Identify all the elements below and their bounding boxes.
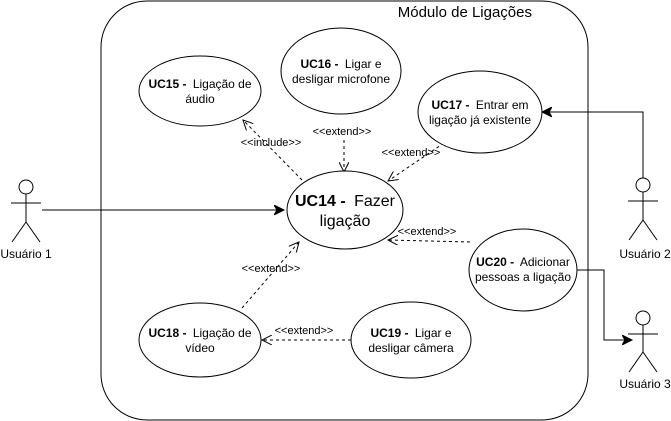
association-uc20-user3[interactable]	[576, 269, 632, 340]
svg-text:UC20 - Adicionar: UC20 - Adicionar	[476, 255, 570, 269]
label-extend-19: <<extend>>	[275, 325, 334, 337]
use-case-uc18[interactable]: UC18 - Ligação de vídeo	[138, 302, 262, 378]
svg-text:UC14 - Fazer: UC14 - Fazer	[295, 193, 396, 210]
uc19-id: UC19 -	[370, 326, 408, 340]
actor-label-usuario-2: Usuário 2	[619, 247, 671, 261]
label-extend-18: <<extend>>	[242, 263, 301, 275]
svg-text:UC19 - Ligar e: UC19 - Ligar e	[370, 326, 451, 340]
uc17-name-1: Entrar em	[476, 98, 529, 112]
actor-usuario-3[interactable]: Usuário 3	[619, 310, 671, 391]
uc17-id: UC17 -	[431, 98, 469, 112]
extend-uc17-uc14[interactable]	[388, 142, 445, 181]
label-extend-20: <<extend>>	[398, 226, 457, 238]
use-case-uc19[interactable]: UC19 - Ligar e desligar câmera	[350, 301, 472, 379]
uc14-id: UC14 -	[295, 193, 346, 210]
module-title: Módulo de Ligações	[398, 4, 532, 21]
uc16-name-1: Ligar e	[345, 57, 382, 71]
actor-label-usuario-1: Usuário 1	[0, 247, 52, 261]
uc15-name-2: áudio	[185, 92, 215, 106]
include-uc14-uc15[interactable]	[243, 120, 303, 181]
stick-figure-icon	[11, 179, 41, 243]
uc16-id: UC16 -	[300, 57, 338, 71]
use-case-uc20[interactable]: UC20 - Adicionar pessoas a ligação	[468, 228, 578, 312]
label-extend-17: <<extend>>	[382, 147, 441, 159]
uc14-name-1: Fazer	[354, 193, 396, 210]
uc20-id: UC20 -	[476, 255, 514, 269]
uc15-name-1: Ligação de	[193, 77, 252, 91]
extend-uc18-uc14[interactable]	[241, 242, 299, 309]
svg-text:UC15 - Ligação de: UC15 - Ligação de	[148, 77, 251, 91]
uc14-name-2: ligação	[320, 213, 371, 230]
stick-figure-icon	[628, 177, 658, 241]
label-extend-16: <<extend>>	[313, 126, 372, 138]
actor-label-usuario-3: Usuário 3	[619, 377, 671, 391]
uc20-name-1: Adicionar	[520, 255, 570, 269]
uc15-id: UC15 -	[148, 77, 186, 91]
uc18-name-1: Ligação de	[193, 326, 252, 340]
use-case-uc16[interactable]: UC16 - Ligar e desligar microfone	[280, 27, 402, 115]
svg-text:UC16 - Ligar e: UC16 - Ligar e	[300, 57, 381, 71]
svg-text:UC18 - Ligação de: UC18 - Ligação de	[148, 326, 251, 340]
use-case-uc17[interactable]: UC17 - Entrar em ligação já existente	[417, 70, 543, 154]
uc19-name-2: desligar câmera	[368, 341, 454, 355]
actor-usuario-1[interactable]: Usuário 1	[0, 179, 52, 261]
label-include-15: <<include>>	[241, 137, 302, 149]
stick-figure-icon	[628, 310, 658, 373]
extend-uc20-uc14[interactable]	[388, 240, 471, 242]
use-case-uc15[interactable]: UC15 - Ligação de áudio	[138, 55, 262, 127]
association-user2-uc17[interactable]	[542, 112, 644, 192]
svg-text:UC17 - Entrar em: UC17 - Entrar em	[431, 98, 528, 112]
uc17-name-2: ligação já existente	[429, 113, 531, 127]
uc16-name-2: desligar microfone	[292, 72, 390, 86]
actor-usuario-2[interactable]: Usuário 2	[619, 177, 671, 261]
use-case-uc14[interactable]: UC14 - Fazer ligação	[286, 170, 404, 250]
uc18-id: UC18 -	[148, 326, 186, 340]
uc19-name-1: Ligar e	[415, 326, 452, 340]
uc20-name-2: pessoas a ligação	[475, 270, 571, 284]
uc18-name-2: vídeo	[185, 341, 215, 355]
